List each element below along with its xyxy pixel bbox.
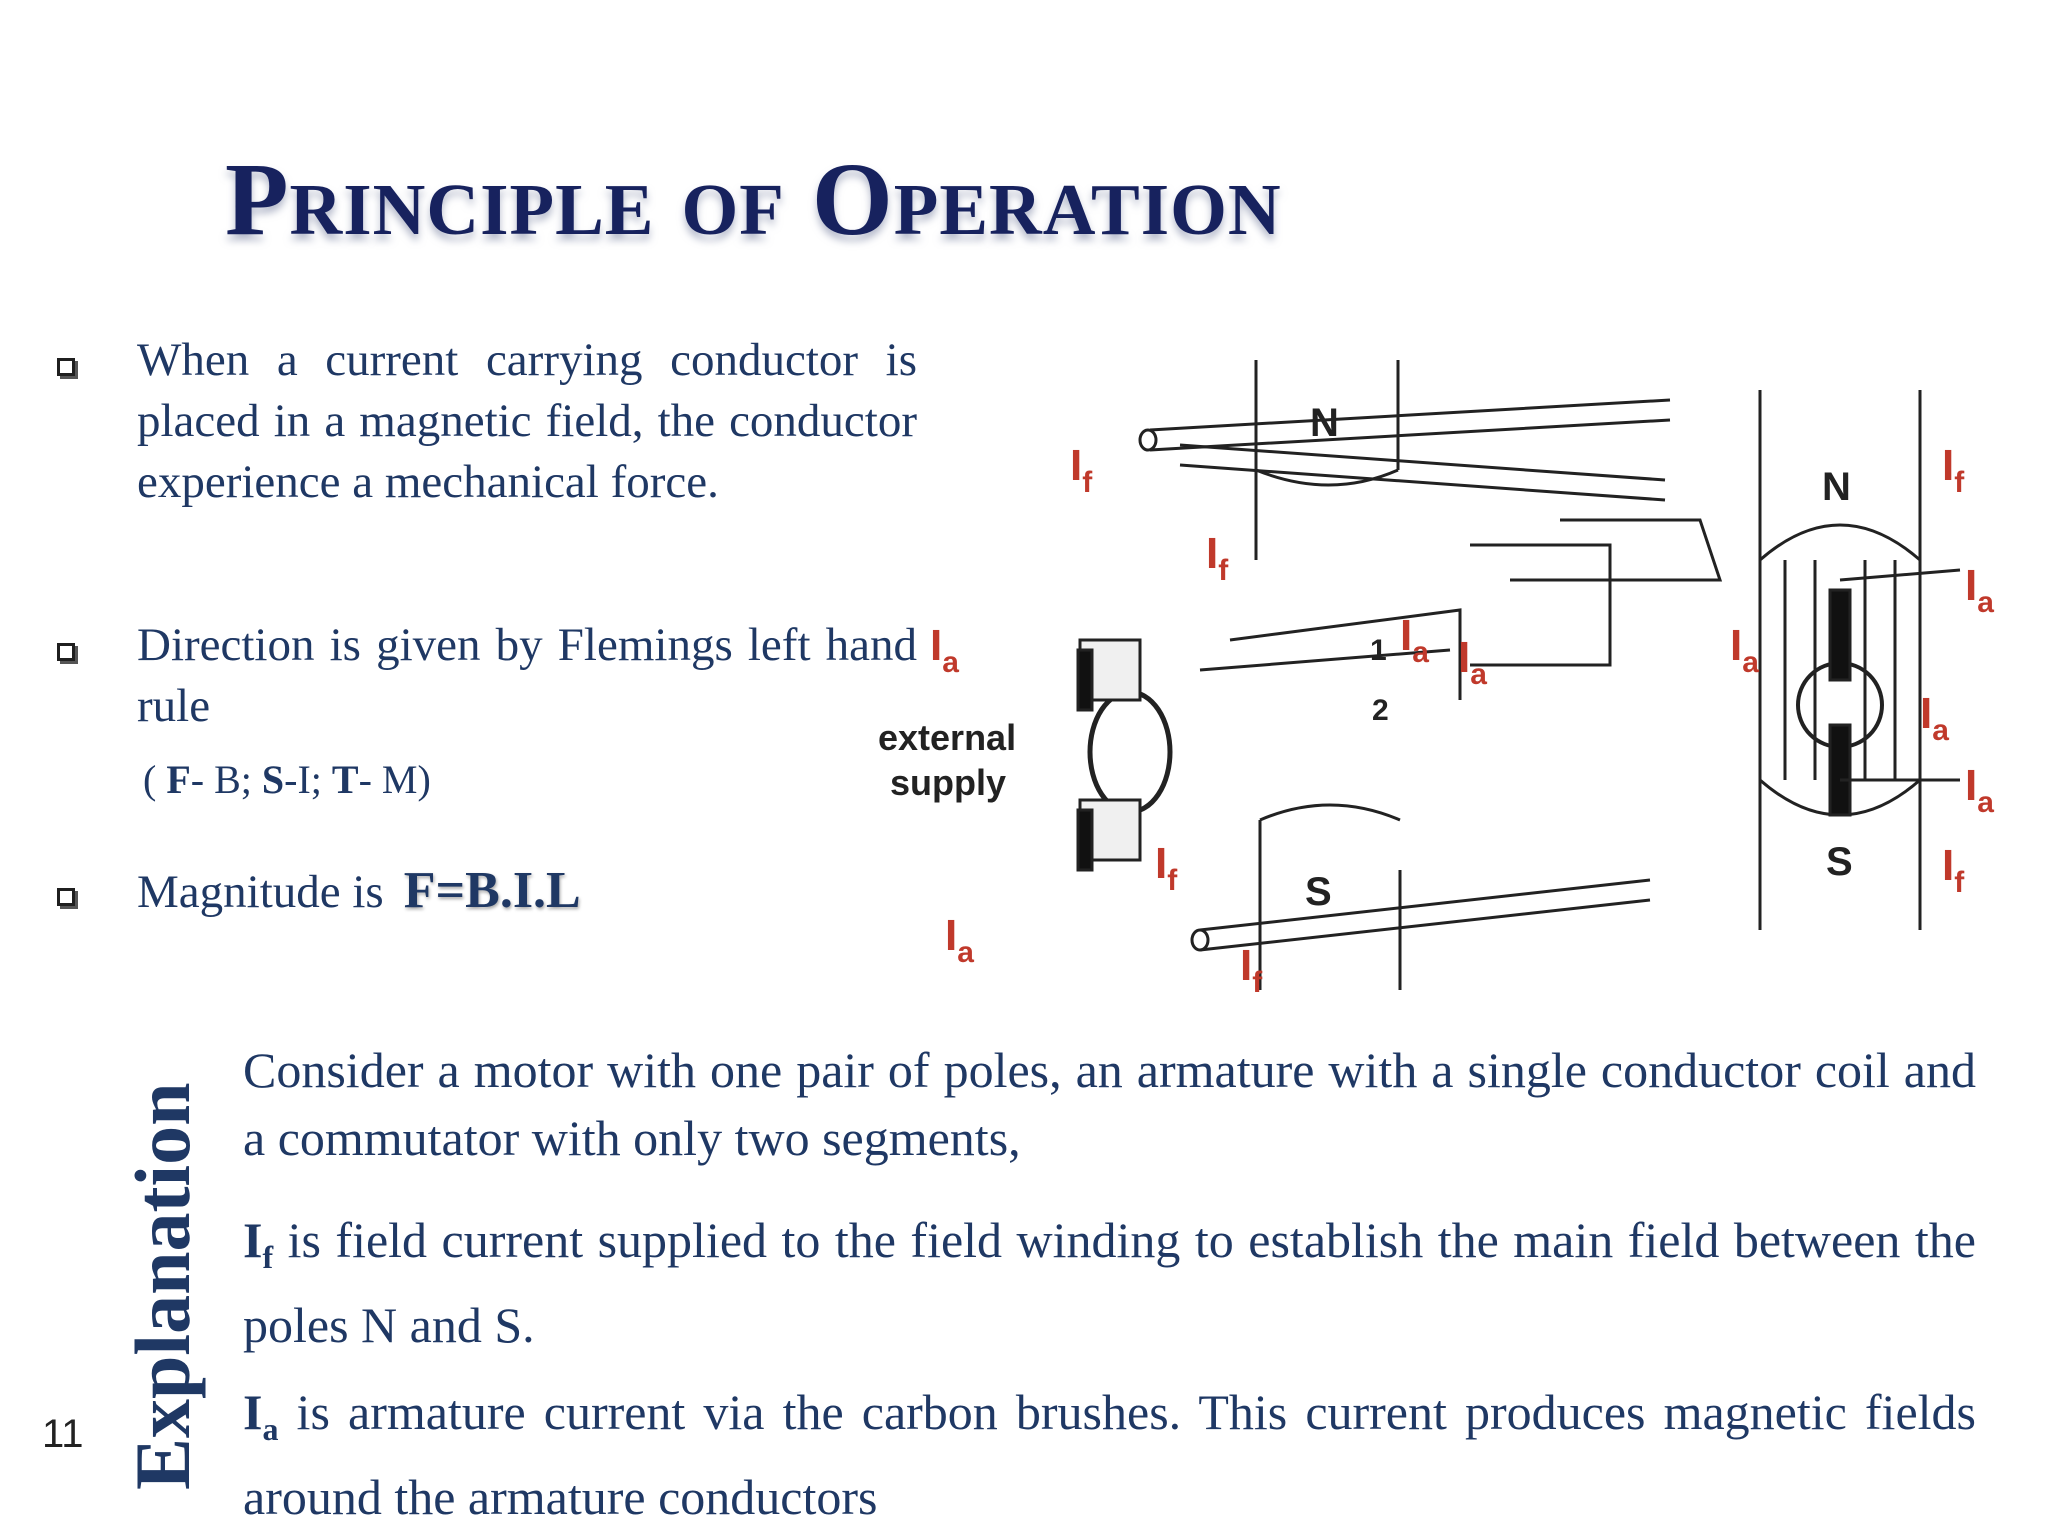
if-symbol: I bbox=[243, 1212, 263, 1268]
label-external: external bbox=[878, 717, 1016, 758]
label-ia-main: I bbox=[1965, 761, 1977, 810]
label-ia-main: I bbox=[930, 621, 942, 670]
explanation-paragraph-2: If is field current supplied to the fiel… bbox=[243, 1206, 1976, 1359]
explanation-paragraph-1: Consider a motor with one pair of poles,… bbox=[243, 1042, 1976, 1166]
ia-subscript: a bbox=[262, 1411, 279, 1447]
label-ia-sub: a bbox=[942, 646, 959, 679]
label-ia-sub: a bbox=[1742, 646, 1759, 679]
label-if-sub: f bbox=[1252, 966, 1263, 999]
label-s-pole: S bbox=[1305, 870, 1332, 914]
label-supply: supply bbox=[890, 762, 1006, 803]
label-ia: Ia bbox=[930, 621, 959, 679]
bullet-text: Direction is given by Flemings left hand… bbox=[137, 619, 917, 732]
checkbox-bullet-icon bbox=[57, 643, 75, 661]
label-n-pole-right: N bbox=[1822, 465, 1851, 509]
if-description: is field current supplied to the field w… bbox=[243, 1212, 1976, 1353]
label-if-sub: f bbox=[1954, 866, 1965, 899]
label-ia-main: I bbox=[945, 911, 957, 960]
fleming-rule: ( F- B; S-I; T- M) bbox=[143, 756, 431, 803]
dc-motor-diagram: N S N S 1 2 external supply If If Ia Ia … bbox=[878, 360, 1994, 999]
bullet-text: When a current carrying conductor is pla… bbox=[137, 334, 917, 508]
label-if-2: If bbox=[1206, 529, 1229, 587]
label-if-right: If bbox=[1942, 441, 1965, 499]
label-if-sub: f bbox=[1218, 554, 1229, 587]
magnitude-prefix: Magnitude is bbox=[137, 866, 384, 918]
slide-title: Principle of Operation bbox=[225, 142, 1282, 257]
fleming-f: F bbox=[166, 757, 191, 802]
label-ia-right-2: Ia bbox=[1730, 621, 1759, 679]
label-ia-sub: a bbox=[1412, 636, 1429, 669]
label-ia-sub: a bbox=[1977, 586, 1994, 619]
label-ia-sub: a bbox=[1932, 714, 1949, 747]
label-ia-main: I bbox=[1400, 611, 1412, 660]
fleming-f-val: - B; bbox=[190, 757, 262, 802]
explanation-paragraph-3: Ia is armature current via the carbon br… bbox=[243, 1378, 1976, 1531]
fleming-s: S bbox=[261, 757, 285, 802]
label-ia-2: Ia bbox=[1400, 611, 1429, 669]
fleming-t: T bbox=[331, 757, 359, 802]
label-ia-3: Ia bbox=[1458, 633, 1487, 691]
label-ia-main: I bbox=[1730, 621, 1742, 670]
label-ia-sub: a bbox=[957, 936, 974, 969]
bullet-text: Magnitude is F=B.I.L bbox=[137, 860, 917, 923]
label-ia-4: Ia bbox=[945, 911, 974, 969]
label-n-pole: N bbox=[1310, 401, 1339, 445]
if-subscript: f bbox=[262, 1239, 274, 1275]
label-if-sub: f bbox=[1167, 864, 1178, 897]
checkbox-bullet-icon bbox=[57, 358, 75, 376]
formula: F=B.I.L bbox=[403, 862, 581, 919]
label-ia-right: Ia bbox=[1965, 561, 1994, 619]
page-number: 11 bbox=[42, 1412, 84, 1456]
fleming-s-val: -I; bbox=[284, 757, 332, 802]
label-if-main: I bbox=[1206, 529, 1218, 578]
ia-symbol: I bbox=[243, 1384, 263, 1440]
label-if-main: I bbox=[1942, 841, 1954, 890]
label-if-sub: f bbox=[1954, 466, 1965, 499]
label-s-pole-right: S bbox=[1826, 840, 1853, 884]
label-conductor-2: 2 bbox=[1372, 694, 1389, 727]
label-if-4: If bbox=[1240, 941, 1263, 999]
label-if-right-2: If bbox=[1942, 841, 1965, 899]
explanation-side-label: Explanation bbox=[119, 1082, 206, 1490]
fleming-open: ( bbox=[143, 757, 167, 802]
label-ia-main: I bbox=[1965, 561, 1977, 610]
label-if: If bbox=[1070, 441, 1093, 499]
label-conductor-1: 1 bbox=[1370, 634, 1387, 667]
label-if-main: I bbox=[1070, 441, 1082, 490]
label-ia-main: I bbox=[1458, 633, 1470, 682]
label-ia-sub: a bbox=[1470, 658, 1487, 691]
label-if-main: I bbox=[1155, 839, 1167, 888]
label-if-main: I bbox=[1942, 441, 1954, 490]
label-ia-main: I bbox=[1920, 689, 1932, 738]
label-ia-right-4: Ia bbox=[1965, 761, 1994, 819]
fleming-t-val: - M) bbox=[358, 757, 431, 802]
label-if-3: If bbox=[1155, 839, 1178, 897]
label-ia-sub: a bbox=[1977, 786, 1994, 819]
label-if-main: I bbox=[1240, 941, 1252, 990]
ia-description: is armature current via the carbon brush… bbox=[243, 1384, 1976, 1525]
checkbox-bullet-icon bbox=[57, 888, 75, 906]
label-if-sub: f bbox=[1082, 466, 1093, 499]
label-ia-right-3: Ia bbox=[1920, 689, 1949, 747]
